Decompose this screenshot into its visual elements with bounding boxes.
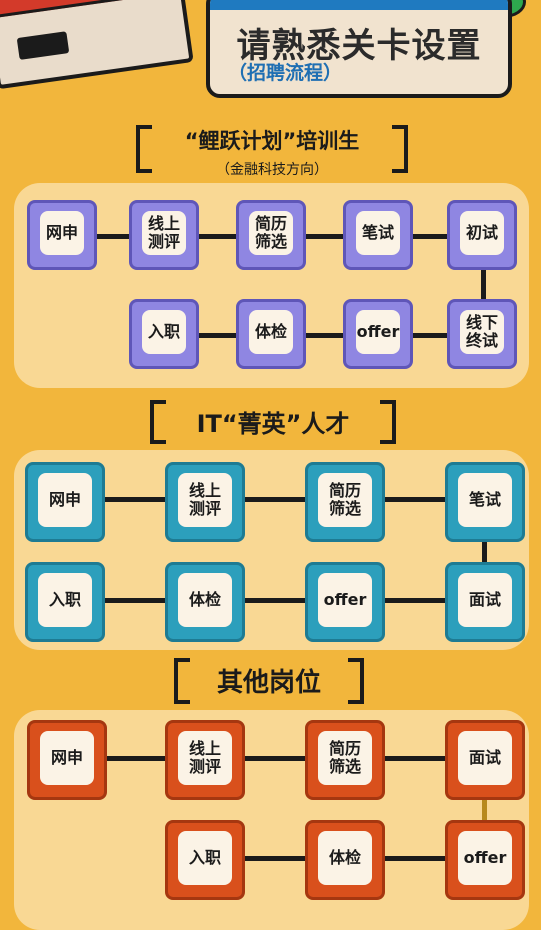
section1-header: “鲤跃计划”培训生 （金融科技方向） [136,125,408,178]
step-label: 线上 测评 [178,473,232,527]
bracket-left [150,400,166,444]
page-subtitle: （招聘流程） [228,62,343,84]
step-tile: 面试 [445,562,525,642]
bracket-left [174,658,190,704]
section3-header: 其他岗位 [174,658,364,704]
title-card: 请熟悉关卡设置 （招聘流程） [206,0,512,98]
step-label: 笔试 [458,473,512,527]
bracket-right [392,125,408,173]
flow-line [482,500,487,600]
flow-line [482,760,487,860]
step-label: 面试 [458,573,512,627]
game-console-decoration [0,0,194,90]
step-tile: 线下 终试 [447,299,517,369]
step-tile: 体检 [305,820,385,900]
flow-line [481,236,486,336]
step-tile: 入职 [165,820,245,900]
step-label: 面试 [458,731,512,785]
step-label: 体检 [178,573,232,627]
step-tile: 网申 [27,720,107,800]
step-label: 线上 测评 [142,211,186,255]
step-tile: 网申 [27,200,97,270]
step-tile: 线上 测评 [129,200,199,270]
step-label: 入职 [178,831,232,885]
step-label: 笔试 [356,211,400,255]
flow-line [95,756,487,761]
bracket-left [136,125,152,173]
step-tile: 线上 测评 [165,720,245,800]
flow-line [95,497,487,502]
step-label: offer [458,831,512,885]
step-tile: 线上 测评 [165,462,245,542]
console-slot [16,31,70,60]
step-tile: 简历 筛选 [236,200,306,270]
step-tile: 简历 筛选 [305,462,385,542]
step-tile: 面试 [445,720,525,800]
step-tile: offer [445,820,525,900]
section1-title: “鲤跃计划”培训生 [184,129,360,153]
step-tile: 笔试 [343,200,413,270]
section3-title: 其他岗位 [216,668,321,698]
step-tile: 入职 [129,299,199,369]
step-tile: 体检 [236,299,306,369]
section2-header: IT“菁英”人才 [150,400,396,444]
step-tile: 笔试 [445,462,525,542]
flow-line [95,598,487,603]
step-label: offer [356,310,400,354]
step-label: offer [318,573,372,627]
section1-subtitle: （金融科技方向） [216,162,328,178]
console-stripe [0,0,180,19]
step-label: 网申 [40,731,94,785]
step-label: 体检 [249,310,293,354]
step-label: 初试 [460,211,504,255]
step-label: 网申 [38,473,92,527]
title-card-top-bar [210,0,508,10]
step-tile: 入职 [25,562,105,642]
step-label: 网申 [40,211,84,255]
section2-title: IT“菁英”人才 [196,410,350,438]
step-label: 体检 [318,831,372,885]
bracket-right [380,400,396,444]
step-tile: offer [305,562,385,642]
step-label: 入职 [142,310,186,354]
step-label: 简历 筛选 [249,211,293,255]
step-tile: 初试 [447,200,517,270]
step-tile: offer [343,299,413,369]
step-tile: 网申 [25,462,105,542]
step-label: 线上 测评 [178,731,232,785]
step-tile: 简历 筛选 [305,720,385,800]
step-tile: 体检 [165,562,245,642]
bracket-right [348,658,364,704]
step-label: 线下 终试 [460,310,504,354]
step-label: 简历 筛选 [318,731,372,785]
step-label: 入职 [38,573,92,627]
page-title: 请熟悉关卡设置 [236,26,482,66]
step-label: 简历 筛选 [318,473,372,527]
flow-line [180,333,486,338]
